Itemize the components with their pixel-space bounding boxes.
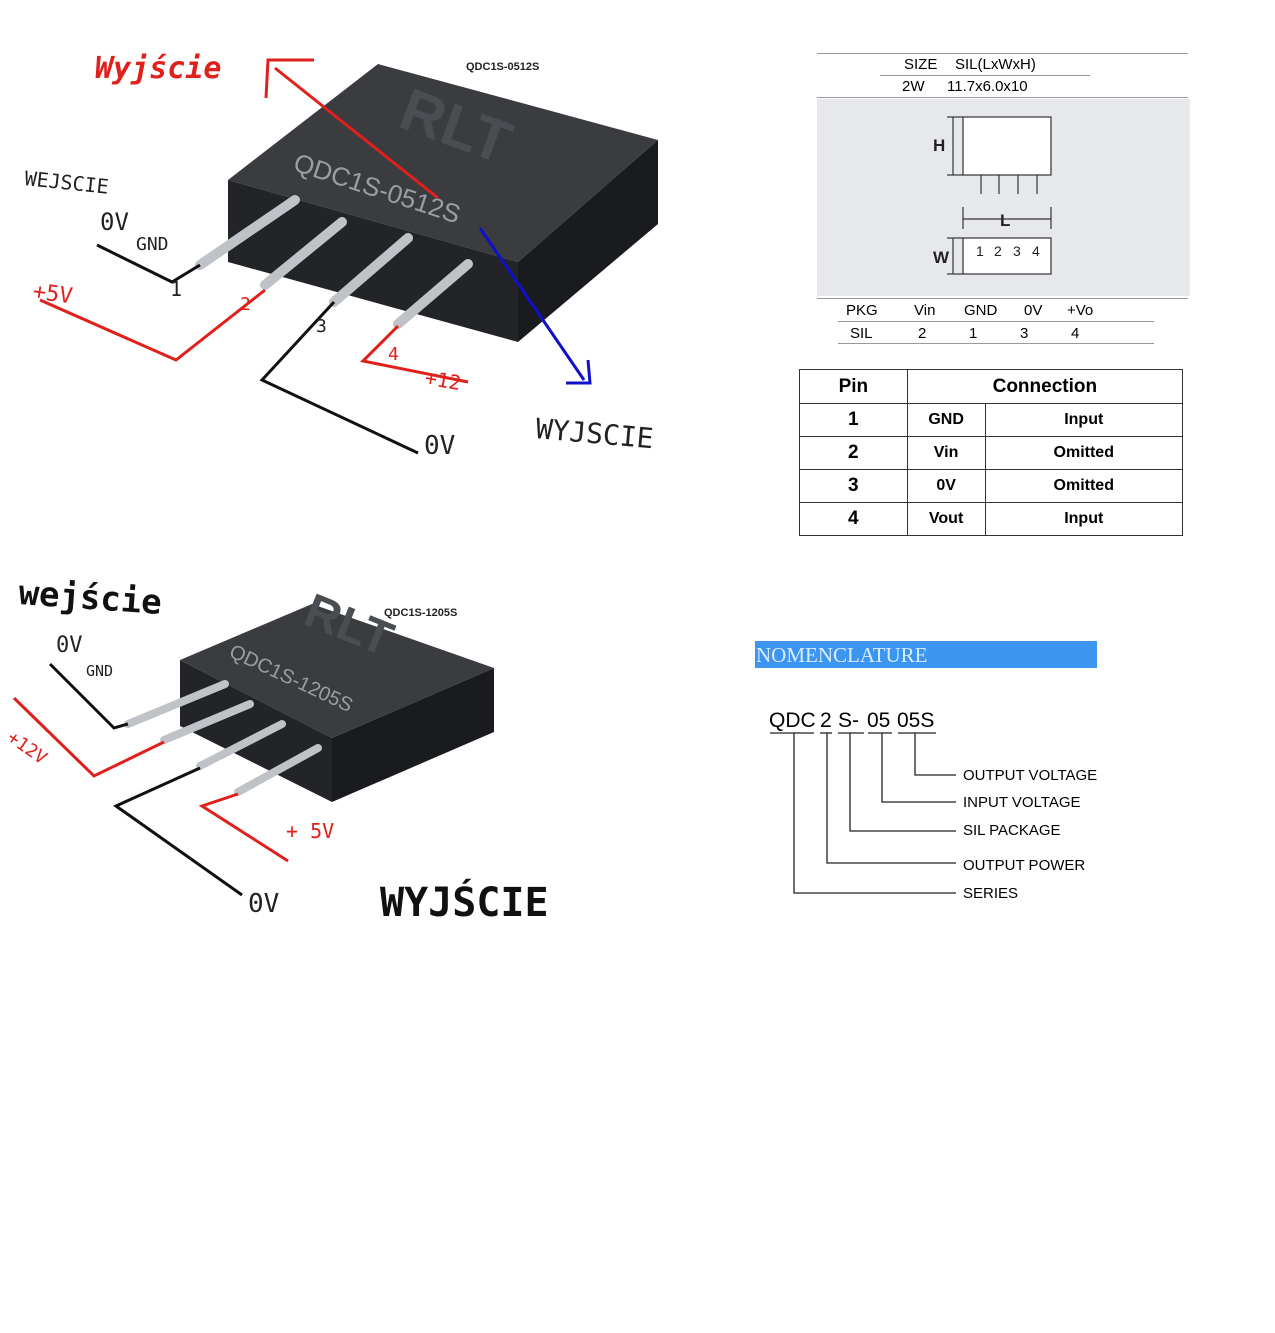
code-part-series: QDC [769,709,816,732]
nomenclature-header-bar [755,641,1097,668]
table-row: 1 GND Input [799,403,1184,437]
module2-drawing: RLT QDC1S-1205S wejście 0V GND +12V + 5V… [3,573,548,926]
table-row: 2 Vin Omitted [799,436,1184,470]
m2-zero-v-wire [112,766,243,897]
red-arrow-shaft [274,66,439,200]
m2-label-0v: 0V [56,633,83,658]
cell-pin: 1 [799,403,908,437]
module1-pins [195,195,473,329]
table-header-row: Pin Connection [799,369,1184,404]
dimension-drawing: H L W 1 2 3 4 [933,116,1052,275]
cell-connection: Input [984,502,1184,536]
m2-label-0v-bottom: 0V [248,889,279,919]
dim-pin-1: 1 [976,243,984,259]
cell-connection: Omitted [984,469,1184,503]
label-wyjscie-right: WYJSCIE [534,412,654,455]
code-part-power: 2 [820,709,832,732]
label-pin1: 1 [170,277,182,301]
m2-label-plus12: +12V [3,727,51,769]
pkg-header-0v: 0V [1024,302,1043,319]
m2-label-wyjscie: WYJŚCIE [380,878,549,926]
label-pin4: 4 [388,344,399,365]
label-plus12: +12 [423,365,463,395]
module1-chip: RLT QDC1S-0512S [228,64,658,342]
m2-label-plus5: + 5V [286,819,334,843]
dim-pin-3: 3 [1013,243,1021,259]
label-plus5: +5V [31,279,74,309]
pkg-row-vin: 2 [918,325,927,342]
module2-chip: RLT QDC1S-1205S [180,584,494,802]
module1-wires [39,243,469,455]
label-0v-bottom: 0V [424,431,455,461]
module2-pins [124,680,322,796]
blue-arrow-shaft [478,227,586,381]
header-connection: Connection [906,369,1184,404]
module2-handwriting: wejście 0V GND +12V + 5V 0V WYJŚCIE [3,573,548,926]
cell-signal: Vout [906,502,986,536]
cell-connection: Omitted [984,436,1184,470]
table-row: 3 0V Omitted [799,469,1184,503]
cell-connection: Input [984,403,1184,437]
dim-pin-4: 4 [1032,243,1040,259]
nomen-label-input-voltage: INPUT VOLTAGE [963,794,1081,811]
dim-pin-2: 2 [994,243,1002,259]
pin-connection-table: Pin Connection 1 GND Input 2 Vin Omitted… [799,369,1184,536]
label-pin2: 2 [240,294,251,315]
pkg-header-vo: +Vo [1067,302,1094,319]
label-pin3: 3 [316,316,327,337]
m2-label-wejscie: wejście [17,573,163,623]
m2-gnd-wire [48,662,129,730]
code-part-package: S- [838,709,859,732]
m2-plus5-wire [198,792,289,863]
header-pin: Pin [799,369,908,404]
gnd-wire [96,243,201,284]
module2-title: QDC1S-1205S [384,607,458,619]
pkg-header-pkg: PKG [846,302,878,319]
label-gnd: GND [136,234,169,255]
pkg-row-gnd: 1 [969,325,978,342]
cell-signal: GND [906,403,986,437]
module1-title: QDC1S-0512S [466,61,540,73]
size-row-power: 2W [902,78,925,95]
cell-pin: 3 [799,469,908,503]
cell-signal: Vin [906,436,986,470]
cell-signal: 0V [906,469,986,503]
module1-drawing: RLT QDC1S-0512S Wyjście WEJSCIE 0V GND 1… [23,51,658,461]
blue-arrow-head [566,359,592,385]
pkg-row-0v: 3 [1020,325,1029,342]
code-part-input: 05 [867,709,891,732]
pkg-header-gnd: GND [964,302,998,319]
nomenclature-title: NOMENCLATURE [756,643,928,667]
module1-arrows [264,58,592,385]
nomen-label-output-power: OUTPUT POWER [963,857,1086,874]
zero-v-wire [259,300,419,455]
dim-w-label: W [933,248,950,267]
red-arrow-head [264,58,314,99]
nomen-label-output-voltage: OUTPUT VOLTAGE [963,767,1098,784]
nomen-label-sil-package: SIL PACKAGE [963,822,1061,839]
cell-pin: 4 [799,502,908,536]
label-wejscie: WEJSCIE [23,166,109,199]
size-header-dims: SIL(LxWxH) [955,56,1036,73]
dim-l-label: L [1000,211,1010,230]
m2-label-gnd: GND [86,662,113,680]
module2-wires [12,662,289,897]
pkg-row-sil: SIL [850,325,873,342]
code-part-output: 05S [897,709,935,732]
pkg-row-vo: 4 [1071,325,1080,342]
size-row-dims: 11.7x6.0x10 [947,78,1028,95]
cell-pin: 2 [799,436,908,470]
dim-h-label: H [933,136,945,155]
label-0v: 0V [100,208,129,236]
label-wyjscie-top: Wyjście [95,51,221,86]
size-header-label: SIZE [904,56,938,73]
plus5-wire [39,288,266,362]
nomenclature-leader-lines [770,732,956,894]
nomen-label-series: SERIES [963,885,1019,902]
plus12-wire [359,324,469,384]
pkg-header-vin: Vin [914,302,936,319]
m2-plus12-wire [12,696,165,778]
table-row: 4 Vout Input [799,502,1184,536]
